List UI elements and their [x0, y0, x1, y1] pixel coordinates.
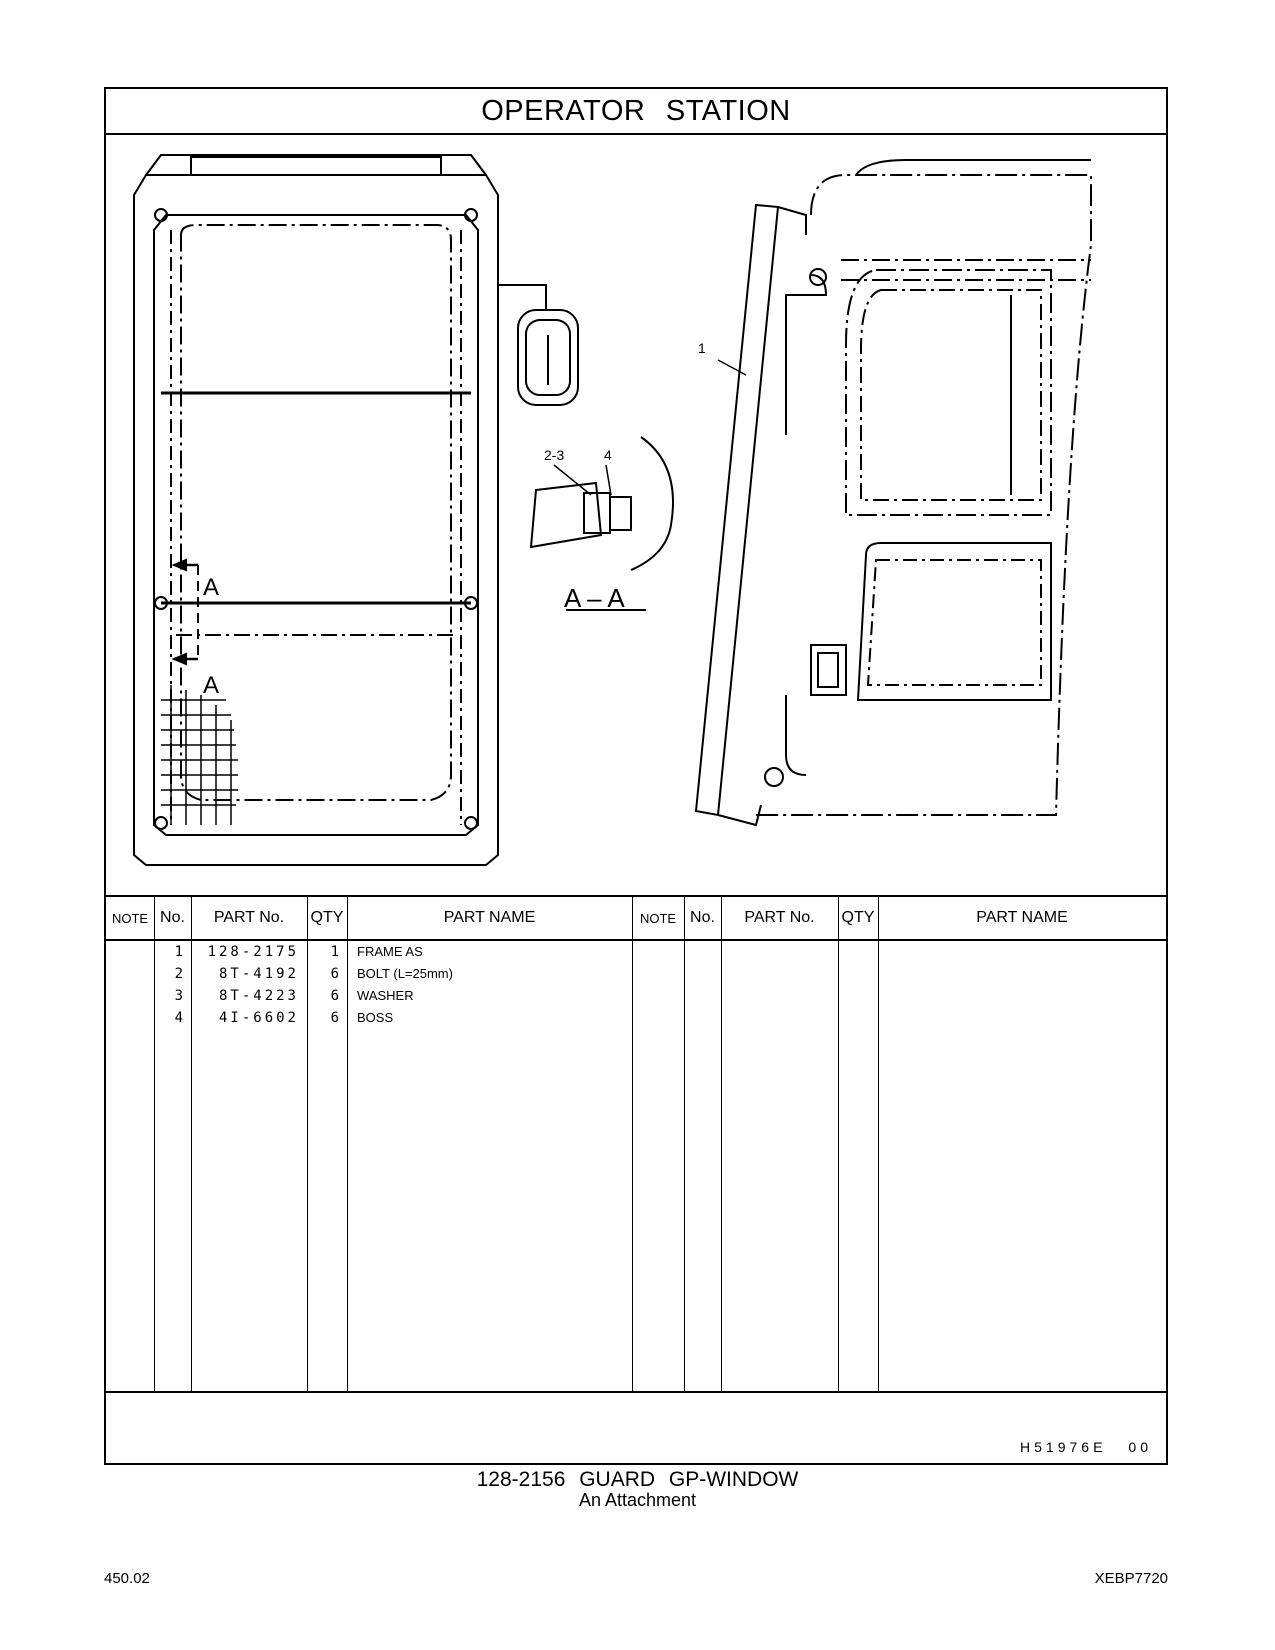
column-divider: [878, 897, 879, 1391]
part-name: BOLT (L=25mm): [357, 966, 453, 981]
table-row: 4 4I-6602 6 BOSS: [106, 1007, 1166, 1029]
part-name: WASHER: [357, 988, 414, 1003]
drawing-reference-box: H51976E 00: [106, 1391, 1166, 1465]
column-divider: [191, 897, 192, 1391]
section-label: A – A: [564, 583, 625, 613]
parts-page-frame: OPERATOR STATION: [104, 87, 1168, 1465]
item-number: 2: [174, 966, 183, 982]
column-divider: [347, 897, 348, 1391]
quantity: 1: [330, 944, 339, 960]
reference-number: H51976E: [1020, 1439, 1107, 1455]
quantity: 6: [330, 988, 339, 1004]
header-part-no: PART No.: [213, 909, 285, 926]
column-divider: [838, 897, 839, 1391]
header-qty-right: QTY: [841, 909, 875, 926]
section-marker-bottom: A: [203, 672, 219, 699]
column-divider: [307, 897, 308, 1391]
header-part-no-right: PART No.: [744, 909, 815, 926]
callout-1: 1: [698, 340, 706, 356]
part-number: 8T-4192: [218, 966, 299, 982]
quantity: 6: [330, 1010, 339, 1026]
assembly-title: 128-2156 GUARD GP-WINDOW: [476, 1468, 799, 1491]
document-number: XEBP7720: [1094, 1570, 1168, 1587]
item-number: 4: [174, 1010, 183, 1026]
part-name: FRAME AS: [357, 944, 423, 959]
header-no-right: No.: [690, 909, 715, 926]
guard-side-frame: [694, 203, 780, 817]
assembly-subtitle: An Attachment: [578, 1490, 697, 1510]
page-number: 450.02: [104, 1570, 150, 1587]
parts-illustration: A A A – A 2-3 4 1: [106, 135, 1166, 895]
reference-suffix: 00: [1128, 1439, 1152, 1455]
column-divider: [684, 897, 685, 1391]
page-title: OPERATOR STATION: [106, 89, 1166, 135]
table-row: 3 8T-4223 6 WASHER: [106, 985, 1166, 1007]
header-part-name: PART NAME: [443, 909, 536, 926]
table-row: 1 128-2175 1 FRAME AS: [106, 941, 1166, 963]
header-no: No.: [160, 909, 185, 926]
item-number: 3: [174, 988, 183, 1004]
cab-outline: [756, 174, 1092, 816]
guard-drawing-svg: A A A – A 2-3 4 1: [133, 154, 1092, 866]
parts-list-table: NOTE No. PART No. QTY PART NAME NOTE No.…: [106, 895, 1166, 1391]
callout-4: 4: [604, 447, 612, 463]
mirror-shape: [517, 309, 579, 406]
part-name: BOSS: [357, 1010, 394, 1025]
table-row: 2 8T-4192 6 BOLT (L=25mm): [106, 963, 1166, 985]
column-divider: [632, 897, 633, 1391]
item-number: 1: [174, 944, 183, 960]
part-number: 8T-4223: [218, 988, 299, 1004]
mesh-detail: [161, 685, 238, 825]
guard-outer-frame: [133, 174, 499, 866]
column-divider: [721, 897, 722, 1391]
header-note: NOTE: [111, 910, 149, 926]
section-detail-bolt: [529, 481, 603, 549]
header-part-name-right: PART NAME: [976, 909, 1068, 926]
parts-list-header: NOTE No. PART No. QTY PART NAME NOTE No.…: [106, 897, 1166, 941]
column-divider: [154, 897, 155, 1391]
section-marker-top: A: [203, 574, 219, 601]
drawing-reference-code: H51976E 00: [1020, 1439, 1152, 1455]
quantity: 6: [330, 966, 339, 982]
callout-2-3: 2-3: [544, 447, 564, 463]
guard-inner-frame: [153, 214, 479, 836]
header-qty: QTY: [310, 909, 344, 926]
header-note-right: NOTE: [639, 910, 677, 926]
part-number: 128-2175: [207, 944, 299, 960]
part-number: 4I-6602: [218, 1010, 299, 1026]
